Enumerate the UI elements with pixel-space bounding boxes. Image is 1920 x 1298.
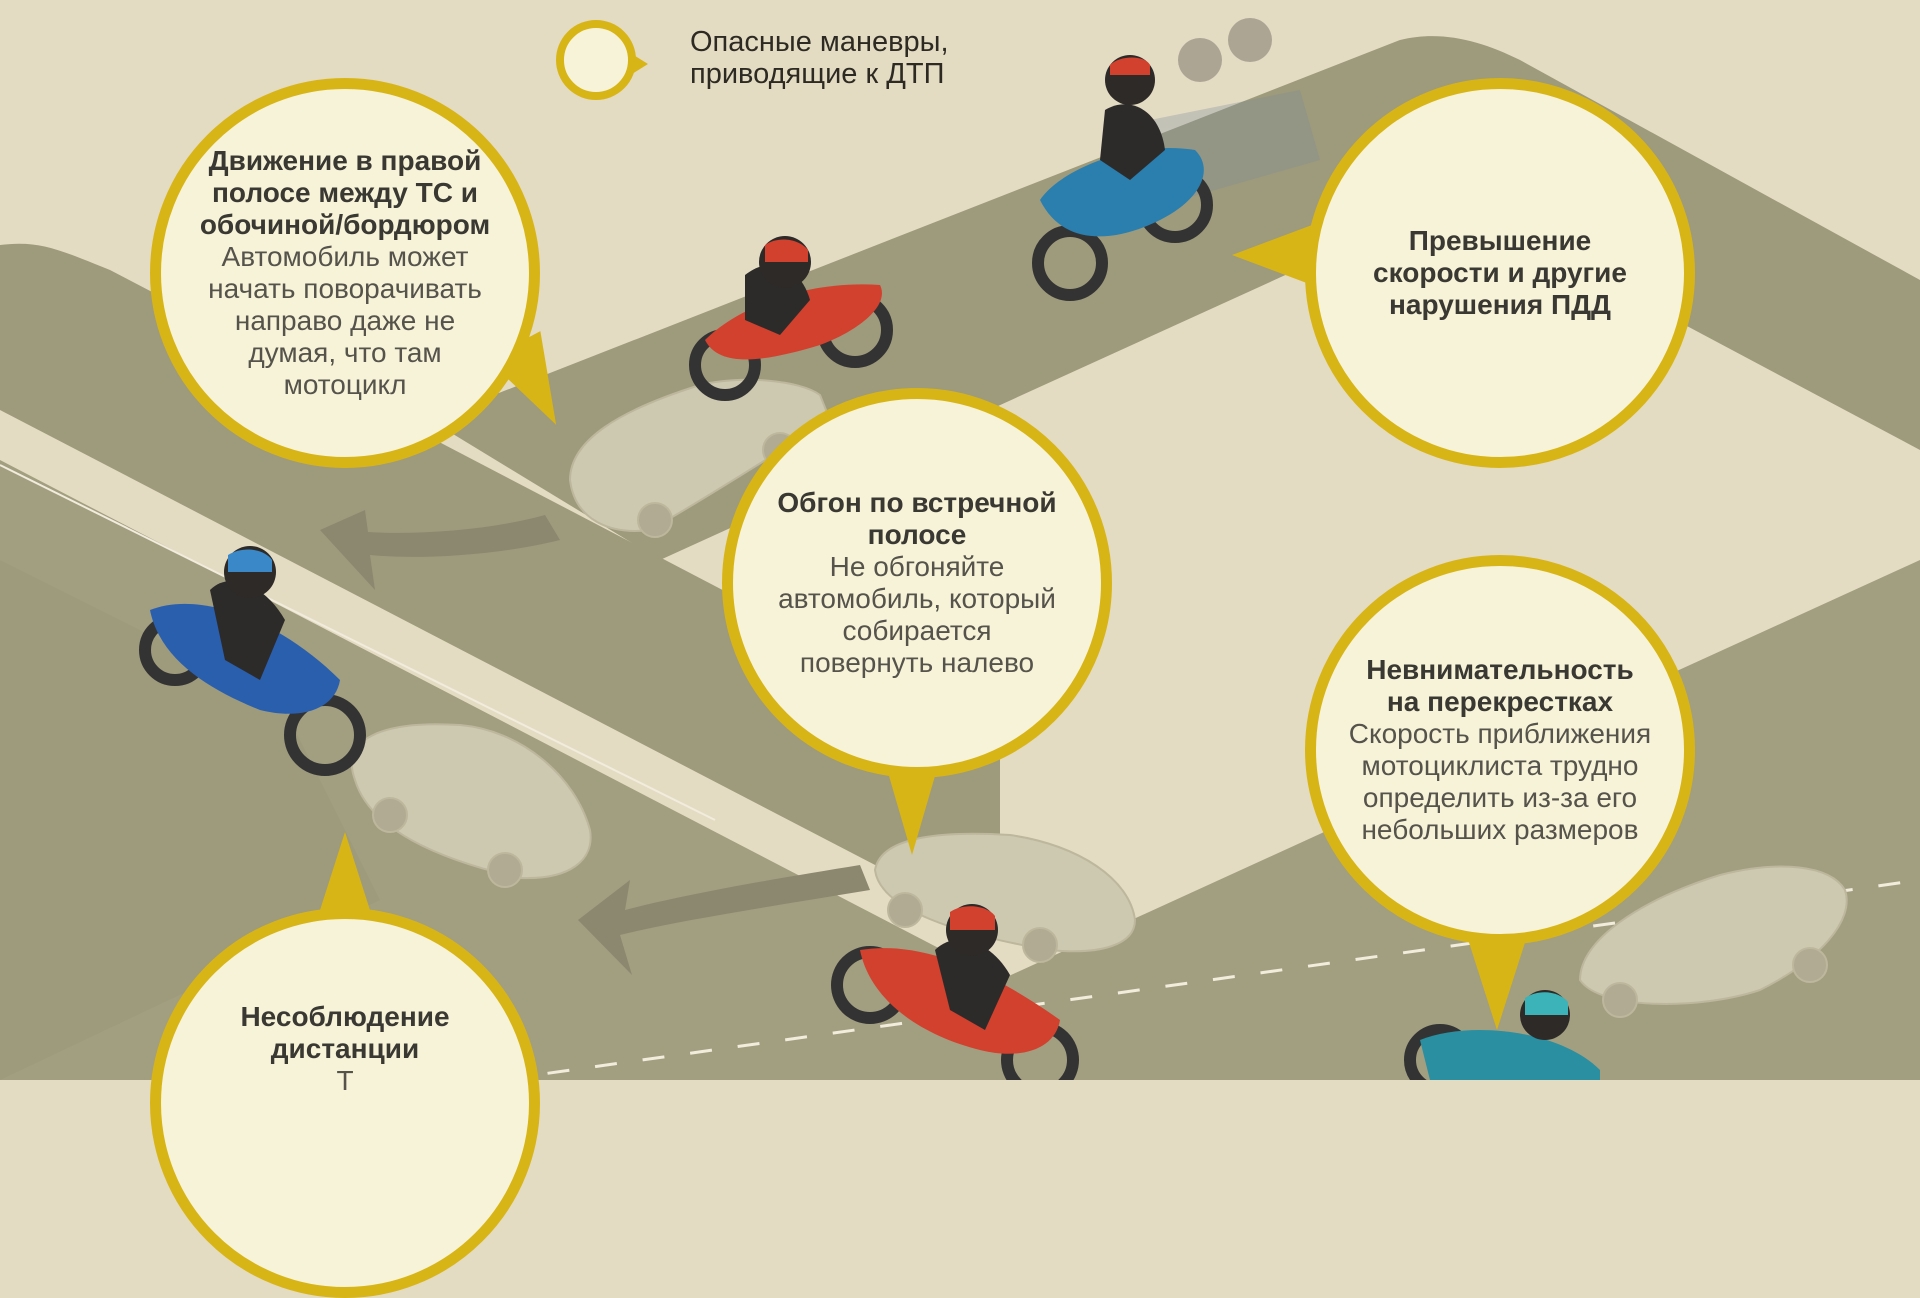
legend-pointer xyxy=(632,54,648,74)
bubble-intersection: Невнимательность на перекрестках Скорост… xyxy=(1305,555,1695,945)
bubble-distance-desc: Т xyxy=(336,1065,354,1096)
motorcycle-blue-top xyxy=(1032,55,1213,301)
bubble-intersection-desc: Скорость приближения мотоциклиста трудно… xyxy=(1348,718,1652,845)
legend-bubble-icon xyxy=(556,20,636,100)
bubble-overtaking-title: Обгон по встречной полосе xyxy=(777,487,1057,550)
bubble-distance: Несоблюдение дистанции Т xyxy=(150,908,540,1298)
motorcycle-blue-left xyxy=(139,546,366,776)
motorcycles xyxy=(139,18,1600,1080)
bubble-overtaking-desc: Не обгоняйте автомобиль, который собирае… xyxy=(778,551,1056,678)
arrow-lower xyxy=(578,865,870,975)
arrows xyxy=(320,510,870,975)
bubble-right-lane: Движение в правой полосе между ТС и обоч… xyxy=(150,78,540,468)
motorcycle-teal-bottom xyxy=(1404,990,1600,1080)
bubble-distance-title: Несоблюдение дистанции xyxy=(240,1001,450,1064)
bubble-speeding-title: Превышение скорости и другие нарушения П… xyxy=(1373,225,1627,320)
arrow-upper xyxy=(320,510,560,590)
motorcycle-red-lower xyxy=(831,904,1079,1080)
road-left-fork xyxy=(0,560,380,1080)
bubble-intersection-title: Невнимательность на перекрестках xyxy=(1366,654,1634,717)
bubble-speeding: Превышение скорости и другие нарушения П… xyxy=(1305,78,1695,468)
bubble-right-lane-desc: Автомобиль может начать поворачивать нап… xyxy=(208,241,482,400)
bubble-pointer-speeding xyxy=(1232,225,1312,285)
bubble-pointer-intersection xyxy=(1465,930,1529,1030)
bubble-right-lane-title: Движение в правой полосе между ТС и обоч… xyxy=(199,145,491,240)
car-right xyxy=(1578,865,1848,1018)
legend: Опасные маневры, приводящие к ДТП xyxy=(552,14,992,114)
motorcycle-red-upper xyxy=(689,236,893,401)
car-lower xyxy=(873,832,1137,963)
car-middle xyxy=(350,723,592,888)
bubble-overtaking: Обгон по встречной полосе Не обгоняйте а… xyxy=(722,388,1112,778)
legend-label: Опасные маневры, приводящие к ДТП xyxy=(690,26,949,90)
lane-line-left xyxy=(0,464,716,821)
